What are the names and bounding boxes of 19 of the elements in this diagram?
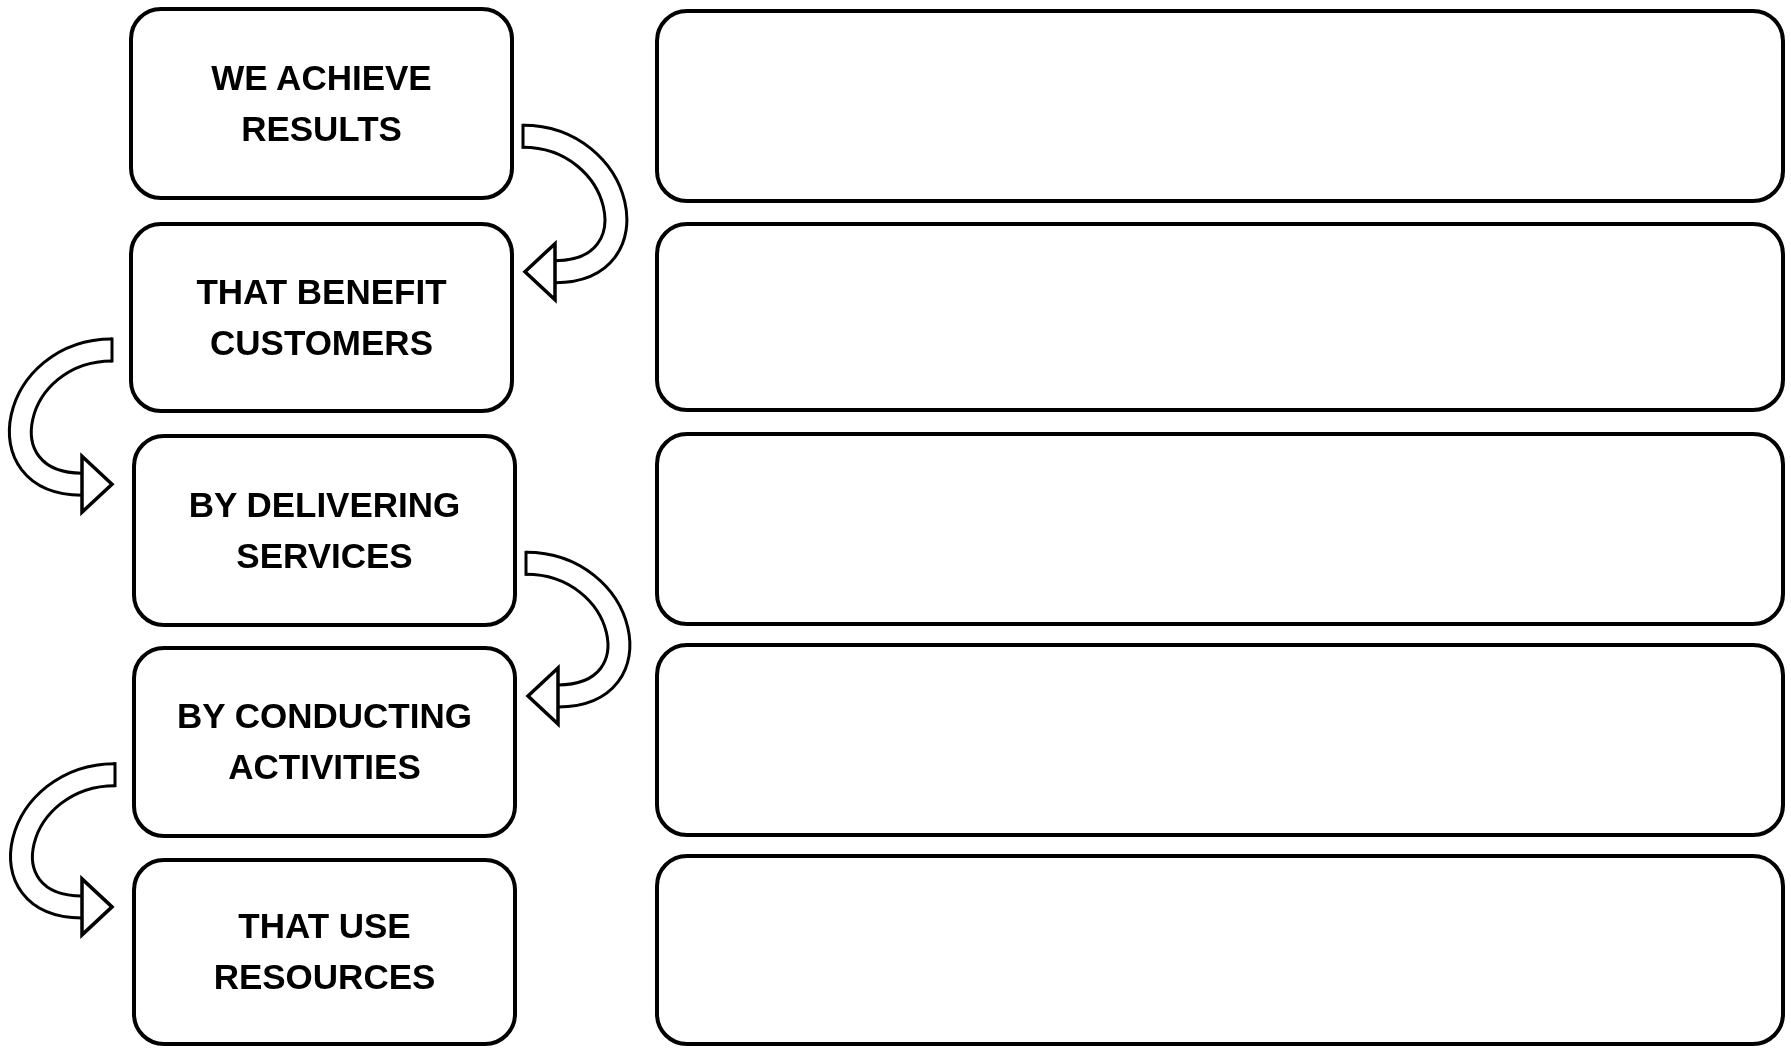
curved-arrow xyxy=(521,123,629,304)
empty-box xyxy=(655,432,1785,626)
empty-box xyxy=(655,854,1785,1046)
empty-box xyxy=(655,643,1785,837)
step-box xyxy=(132,858,517,1046)
step-text: WE ACHIEVE RESULTS xyxy=(210,56,433,150)
step-box xyxy=(129,7,514,200)
step-text: BY CONDUCTING ACTIVITIES xyxy=(176,695,473,788)
curved-arrow xyxy=(524,550,632,728)
step-box xyxy=(129,222,514,413)
empty-box xyxy=(655,9,1785,203)
curved-arrow xyxy=(9,762,117,939)
empty-box xyxy=(655,222,1785,412)
step-text: THAT BENEFIT CUSTOMERS xyxy=(195,270,448,364)
step-text: BY DELIVERING SERVICES xyxy=(187,483,462,577)
curved-arrow xyxy=(7,337,115,517)
step-box xyxy=(132,646,517,838)
step-text: THAT USE RESOURCES xyxy=(212,905,437,998)
step-box xyxy=(132,434,517,627)
